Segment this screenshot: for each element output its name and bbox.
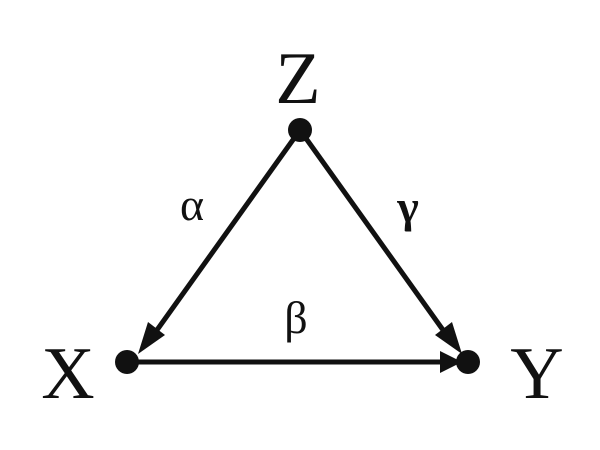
node-x-dot <box>115 350 139 374</box>
node-x-label: X <box>41 333 94 415</box>
edge-z-to-y <box>297 128 451 339</box>
edge-x-to-y-label: β <box>284 292 307 343</box>
edge-z-to-y-arrowhead <box>435 322 462 354</box>
edge-x-to-y-arrowhead <box>440 351 462 373</box>
node-z-label: Z <box>275 38 320 120</box>
node-z-dot <box>288 118 312 142</box>
edge-z-to-x <box>149 128 303 339</box>
node-y-label: Y <box>510 333 563 415</box>
node-y-dot <box>456 350 480 374</box>
edge-z-to-y-label: γ <box>396 181 419 232</box>
edge-z-to-x-arrowhead <box>138 322 165 354</box>
edge-z-to-x-label: α <box>180 179 204 230</box>
